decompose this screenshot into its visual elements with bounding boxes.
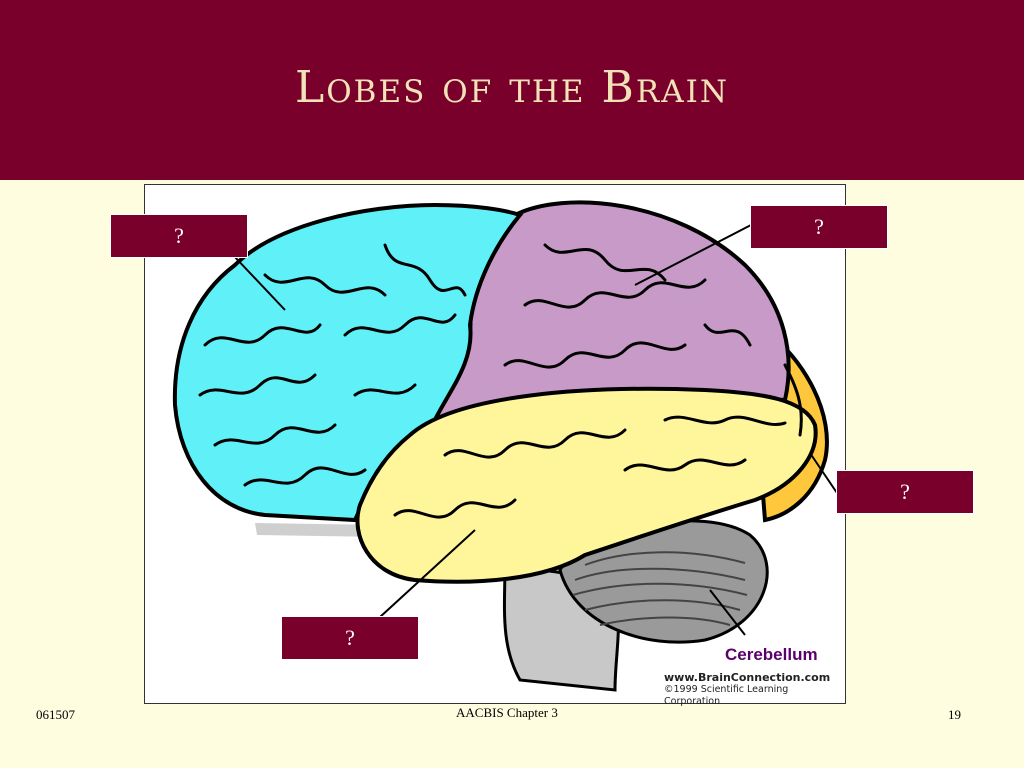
label-box-occipital[interactable]: ?: [836, 470, 974, 514]
slide-number: 19: [948, 707, 961, 722]
brain-diagram: [144, 184, 846, 704]
slide-header: Lobes of the Brain: [0, 0, 1024, 180]
gyri-lines: [198, 243, 803, 519]
brain-illustration: [172, 200, 838, 692]
leader-lines: [232, 224, 838, 636]
label-box-temporal[interactable]: ?: [281, 616, 419, 660]
footer-center: AACBIS Chapter 3: [456, 705, 558, 720]
footer-left: 061507: [36, 707, 75, 722]
image-credit: www.BrainConnection.com ©1999 Scientific…: [664, 672, 842, 708]
label-box-parietal[interactable]: ?: [750, 205, 888, 249]
cerebellum-folia: [572, 551, 748, 626]
slide-title: Lobes of the Brain: [295, 62, 729, 113]
credit-copyright: ©1999 Scientific Learning Corporation: [664, 684, 789, 707]
label-box-frontal[interactable]: ?: [110, 214, 248, 258]
credit-site: www.BrainConnection.com: [664, 671, 831, 684]
cerebellum-label: Cerebellum: [725, 645, 818, 664]
orbital-shadow: [255, 523, 385, 537]
